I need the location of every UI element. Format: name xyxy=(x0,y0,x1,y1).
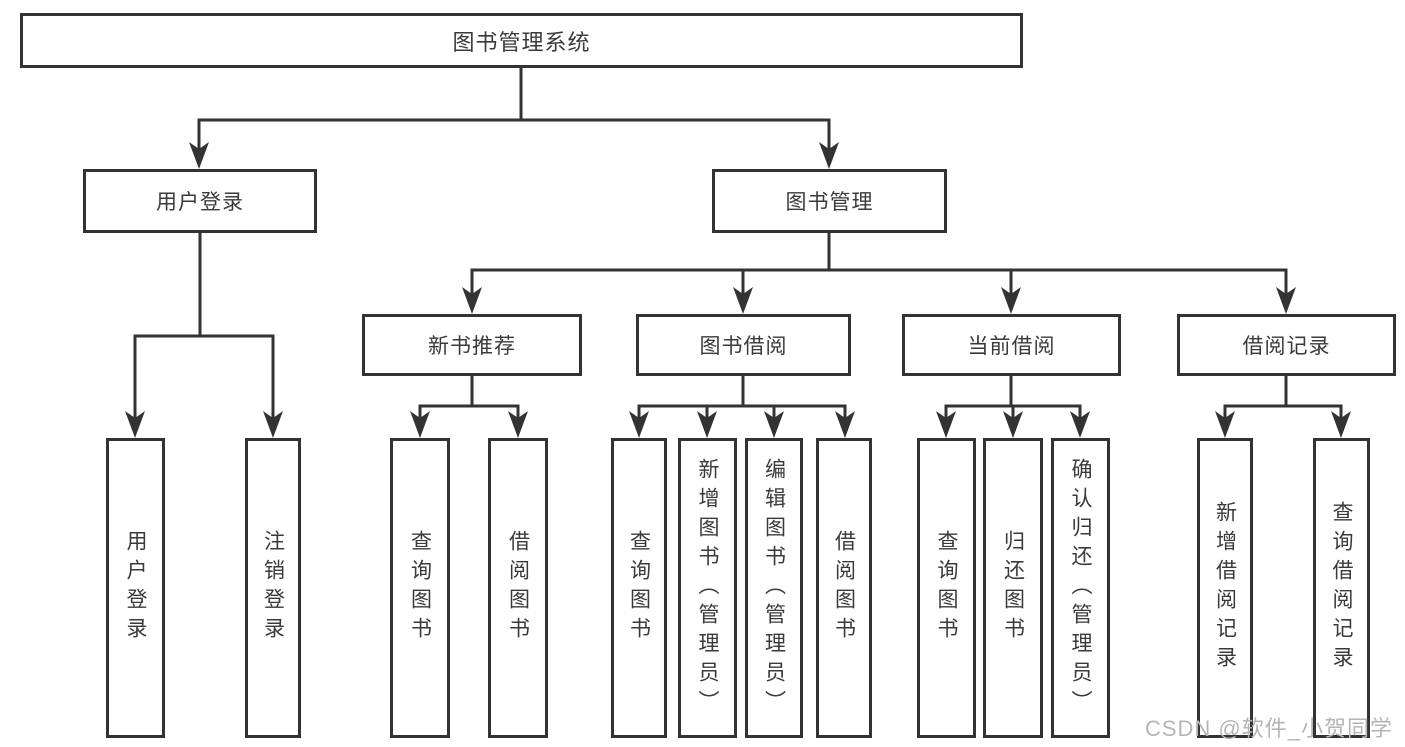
csdn-watermark: CSDN @软件_小贺同学 xyxy=(1144,716,1393,741)
leaf-query-books-current-label: 查询图书 xyxy=(935,530,958,646)
arrow-down-icon xyxy=(697,411,717,438)
node-user-login: 用户登录 xyxy=(83,169,317,233)
leaf-borrow-books-recommend-label: 借阅图书 xyxy=(506,530,530,646)
arrow-down-icon xyxy=(764,411,784,438)
leaf-user-login: 用户登录 xyxy=(106,438,165,738)
leaf-query-books-recommend-label: 查询图书 xyxy=(408,530,432,646)
arrow-down-icon xyxy=(1331,411,1351,438)
arrow-down-icon xyxy=(263,411,283,438)
leaf-borrow-books-recommend: 借阅图书 xyxy=(488,438,548,738)
leaf-borrow-books-borrowing-label: 借阅图书 xyxy=(832,530,856,646)
leaf-query-books-current: 查询图书 xyxy=(917,438,976,738)
node-current-borrowing: 当前借阅 xyxy=(902,314,1121,376)
arrow-down-icon xyxy=(835,411,855,438)
node-borrowing-records: 借阅记录 xyxy=(1177,314,1396,376)
leaf-return-book-label: 归还图书 xyxy=(1001,530,1025,646)
arrow-down-icon xyxy=(1070,411,1090,438)
node-book-management: 图书管理 xyxy=(712,169,947,233)
arrow-down-icon xyxy=(410,411,430,438)
leaf-query-borrow-record-label: 查询借阅记录 xyxy=(1330,501,1353,675)
leaf-logout-label: 注销登录 xyxy=(261,530,285,646)
leaf-edit-book-admin: 编辑图书（管理员） xyxy=(745,438,803,738)
leaf-add-book-admin: 新增图书（管理员） xyxy=(678,438,737,738)
leaf-add-book-admin-label: 新增图书（管理员） xyxy=(696,457,719,719)
node-new-book-recommendation: 新书推荐 xyxy=(362,314,582,376)
arrow-down-icon xyxy=(629,411,649,438)
leaf-confirm-return-admin-label: 确认归还（管理员） xyxy=(1069,457,1092,719)
leaf-query-books-borrowing-label: 查询图书 xyxy=(627,530,651,646)
leaf-confirm-return-admin: 确认归还（管理员） xyxy=(1051,438,1110,738)
arrow-down-icon xyxy=(508,411,528,438)
leaf-logout: 注销登录 xyxy=(245,438,301,738)
leaf-query-books-borrowing: 查询图书 xyxy=(611,438,667,738)
leaf-query-borrow-record: 查询借阅记录 xyxy=(1313,438,1370,738)
leaf-borrow-books-borrowing: 借阅图书 xyxy=(816,438,872,738)
leaf-edit-book-admin-label: 编辑图书（管理员） xyxy=(762,457,786,719)
arrow-down-icon xyxy=(462,287,482,314)
arrow-down-icon xyxy=(819,142,839,169)
arrow-down-icon xyxy=(1003,411,1023,438)
leaf-add-borrow-record: 新增借阅记录 xyxy=(1197,438,1253,738)
arrow-down-icon xyxy=(733,287,753,314)
leaf-query-books-recommend: 查询图书 xyxy=(390,438,450,738)
arrow-down-icon xyxy=(1001,287,1021,314)
leaf-add-borrow-record-label: 新增借阅记录 xyxy=(1213,501,1237,675)
arrow-down-icon xyxy=(189,142,209,169)
arrow-down-icon xyxy=(1215,411,1235,438)
arrow-down-icon xyxy=(1276,287,1296,314)
arrow-down-icon xyxy=(125,411,145,438)
arrow-down-icon xyxy=(936,411,956,438)
leaf-user-login-label: 用户登录 xyxy=(124,530,147,646)
leaf-return-book: 归还图书 xyxy=(983,438,1043,738)
node-book-borrowing: 图书借阅 xyxy=(636,314,851,376)
node-library-management-system: 图书管理系统 xyxy=(20,13,1023,68)
